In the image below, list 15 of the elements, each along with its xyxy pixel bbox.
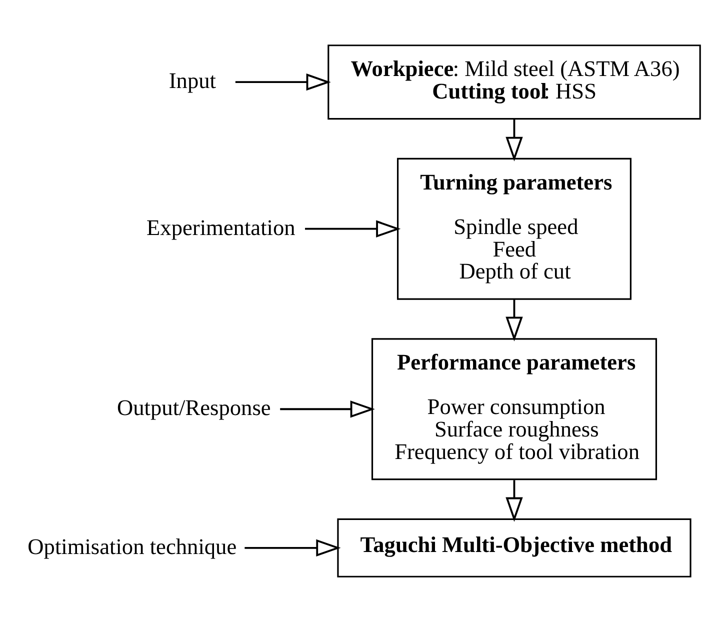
arrow: [506, 480, 523, 522]
arrow: [506, 118, 523, 161]
node-text: Experimentation: [146, 214, 296, 240]
arrow: [506, 298, 523, 341]
arrow: [305, 220, 401, 237]
arrow: [235, 72, 331, 90]
arrow: [244, 538, 341, 556]
node-text: Output/Response: [117, 394, 271, 420]
node-text: Input: [168, 67, 216, 92]
node-box: Performance parameters Power consumption Surface roughness Frequency of tool vibration: [371, 338, 658, 480]
node-box: Workpiece: Mild steel (ASTM A36) Cutting tool: HSS: [328, 44, 701, 120]
arrow: [280, 400, 375, 418]
node-box: Taguchi Multi-Objective method: [337, 518, 692, 577]
node-box: Turning parameters Spindle speed Feed Depth of cut: [396, 157, 632, 300]
node-text: Optimisation technique: [28, 533, 237, 558]
